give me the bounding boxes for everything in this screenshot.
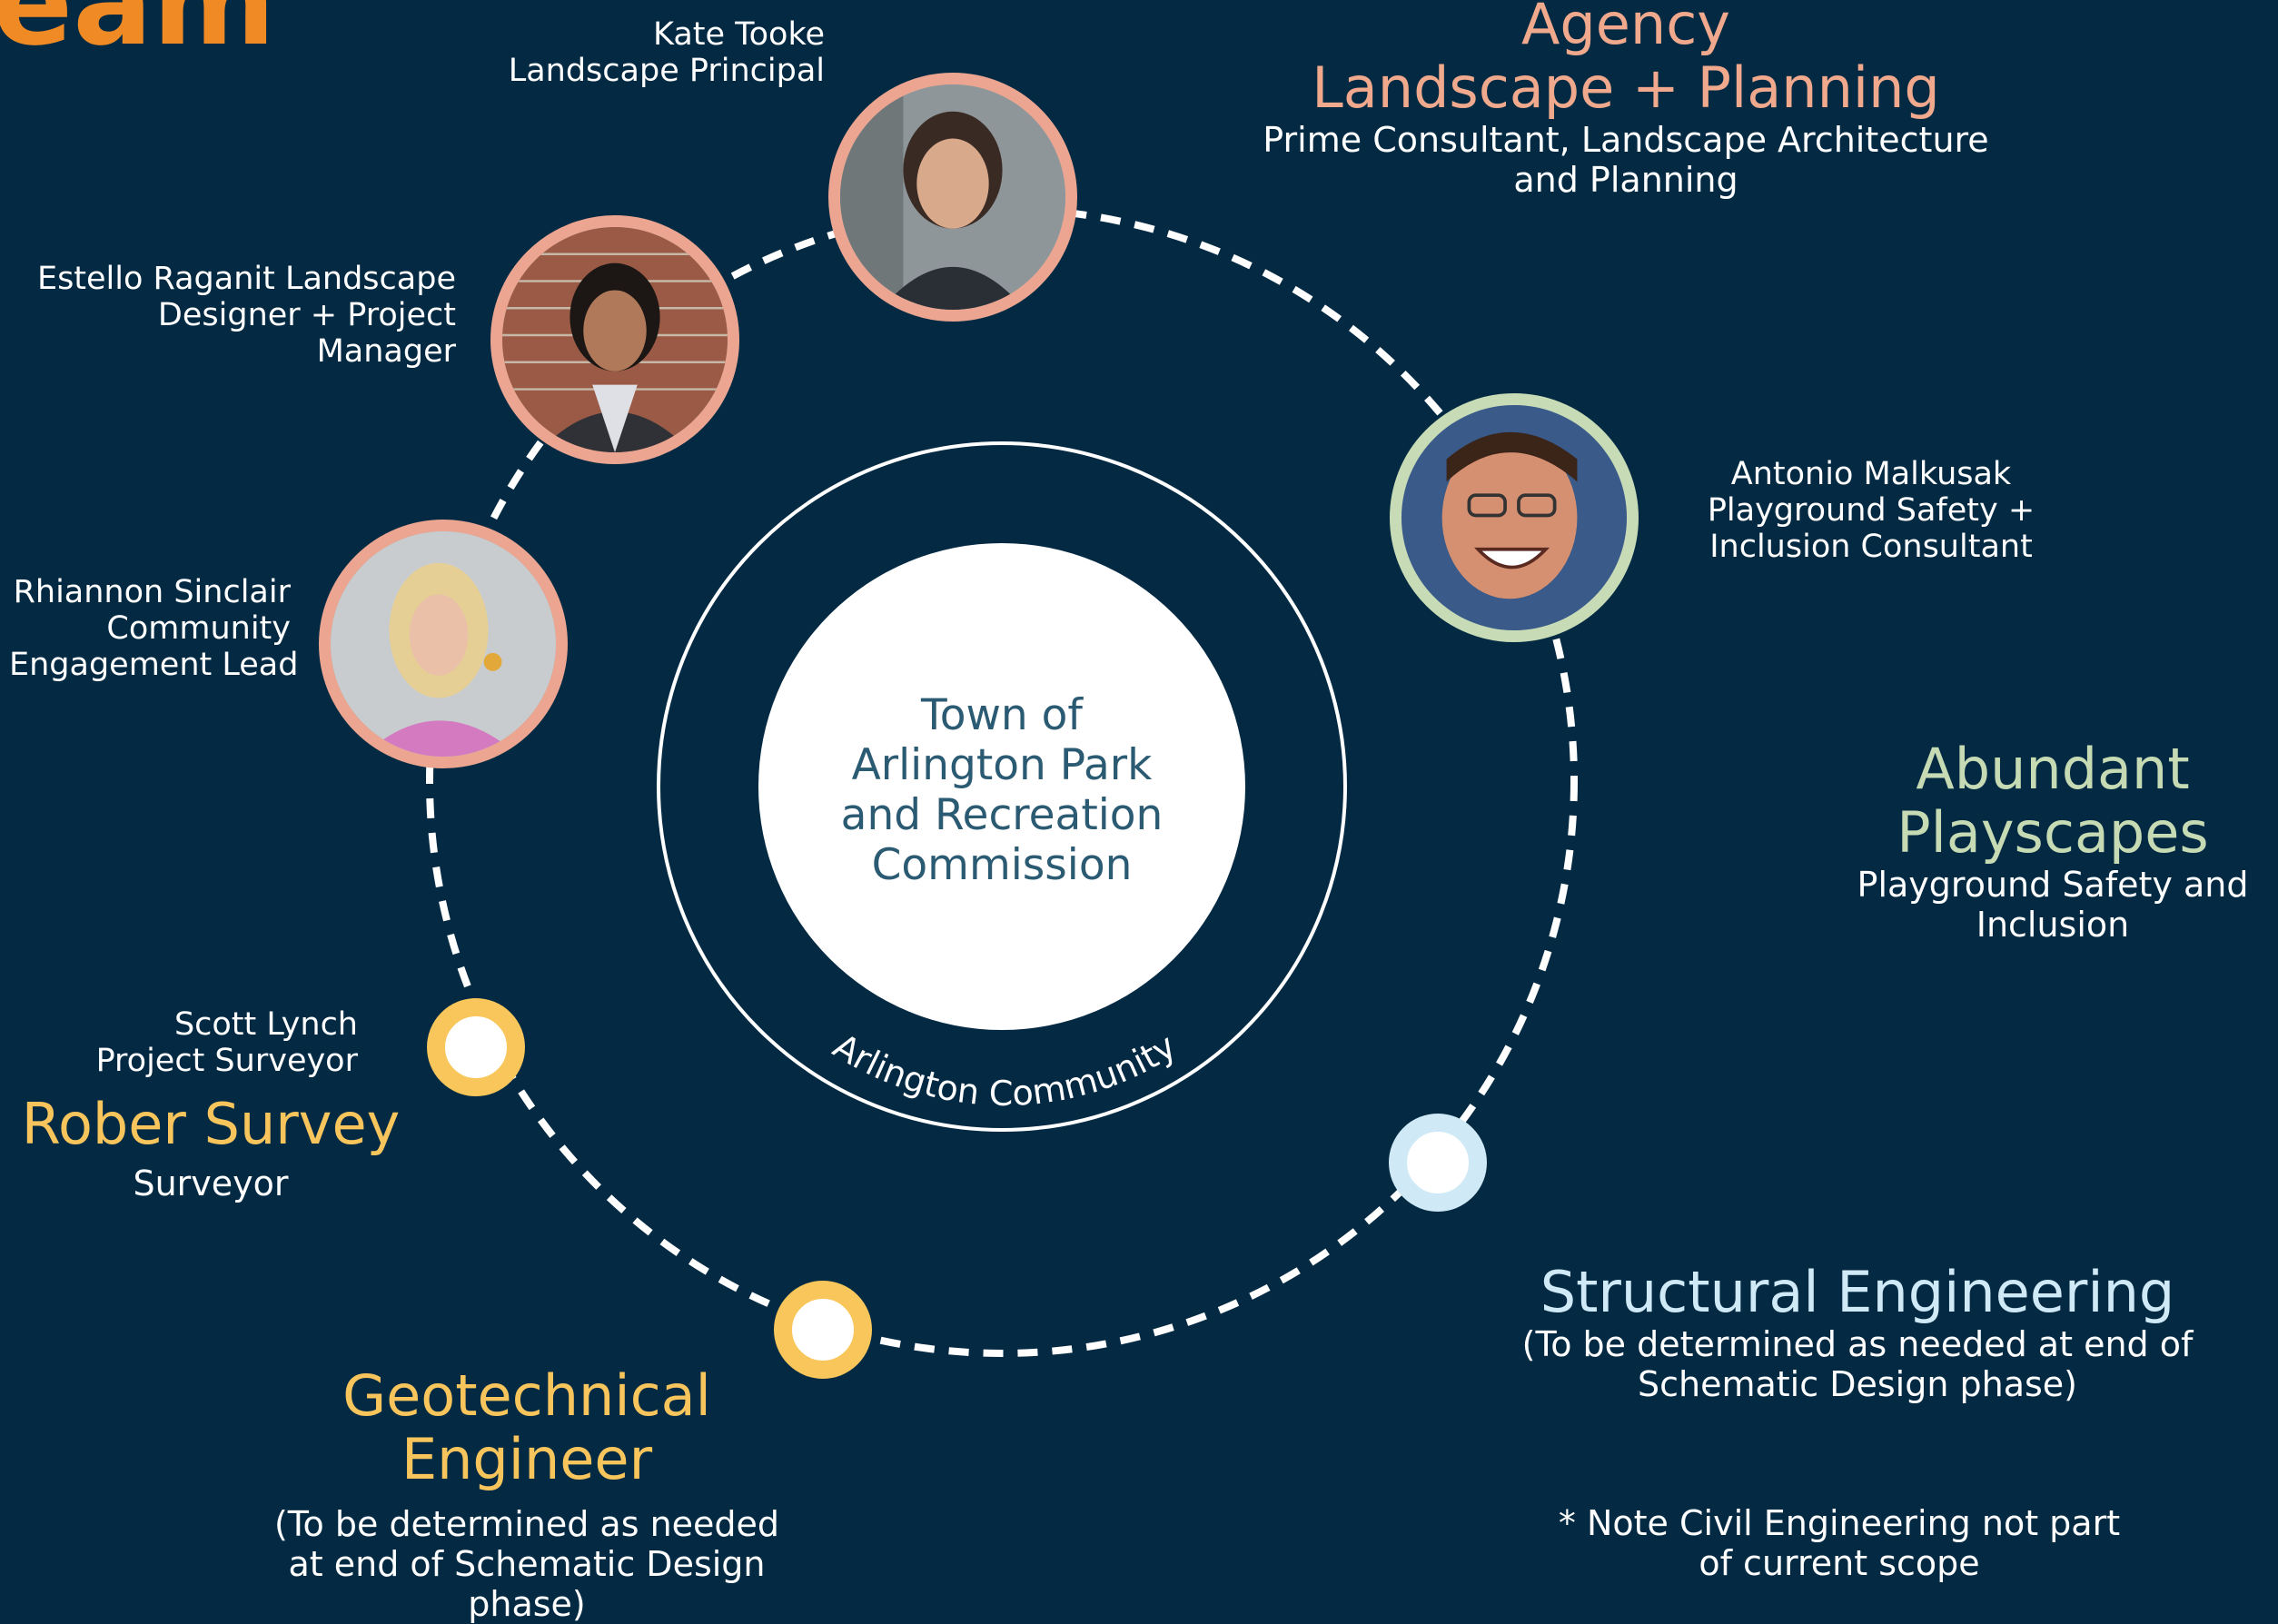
antonio-malkusak-photo [1390, 393, 1639, 642]
person-avatar-icon [502, 227, 728, 452]
person-name: Kate Tooke [653, 16, 825, 53]
antonio-malkusak-label: Antonio Malkusak Playground Safety + Inc… [1707, 456, 2035, 565]
rhiannon-sinclair-photo [319, 520, 568, 768]
structural-node [1389, 1114, 1487, 1212]
civil-engineering-note: * Note Civil Engineering not part of cur… [1558, 1503, 2121, 1583]
page-title: eam [0, 0, 276, 72]
scott-lynch-label: Scott Lynch Project Surveyor [95, 1006, 358, 1079]
geotechnical-engineer: Geotechnical Engineer (To be determined … [273, 1362, 780, 1624]
community-ring [657, 441, 1347, 1132]
agency-landscape-planning: Agency Landscape + Planning Prime Consul… [1263, 0, 1989, 200]
ring-label: Arlington Community [827, 1025, 1183, 1114]
rhiannon-sinclair-label: Rhiannon Sinclair Community Engagement L… [9, 574, 299, 683]
person-avatar-icon [331, 531, 556, 757]
rober-survey: Rober Survey Surveyor [21, 1091, 401, 1204]
person-avatar-icon [840, 84, 1065, 310]
abundant-playscapes: Abundant Playscapes Playground Safety an… [1857, 736, 2249, 946]
rober-survey-node [427, 998, 525, 1096]
geotechnical-node [774, 1281, 872, 1379]
person-role: Landscape Principal [508, 53, 825, 89]
person-avatar-icon [1401, 405, 1627, 630]
structural-engineering: Structural Engineering (To be determined… [1521, 1259, 2194, 1405]
center-label: Town of Arlington Park and Recreation Co… [840, 690, 1164, 890]
estello-raganit-label: Estello Raganit Landscape Designer + Pro… [36, 261, 456, 370]
center-circle [758, 543, 1245, 1030]
kate-tooke-photo [828, 73, 1077, 322]
estello-raganit-photo [490, 215, 739, 464]
kate-tooke-label: Kate Tooke Landscape Principal [472, 16, 825, 89]
